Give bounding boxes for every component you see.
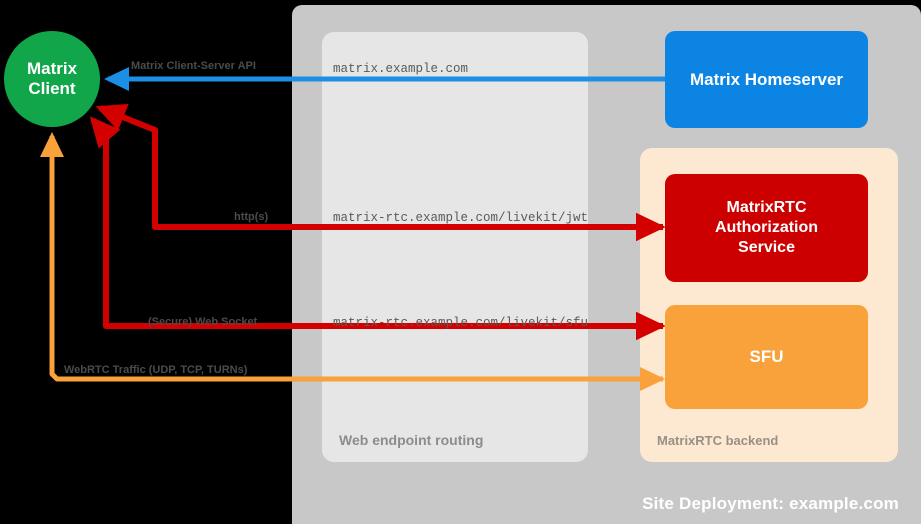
edge-webrtc-traffic — [40, 131, 666, 391]
edge-endpoint-matrix-example-com: matrix.example.com — [333, 62, 469, 76]
edge-label-webrtc-traffic: WebRTC Traffic (UDP, TCP, TURNs) — [64, 364, 248, 376]
auth-label-line2: Authorization — [714, 219, 819, 236]
edge-label-https: http(s) — [234, 211, 269, 223]
edge-https-jwt — [95, 103, 666, 242]
node-matrix-client-label-line1: Matrix — [26, 59, 78, 79]
edge-endpoint-livekit-sfu: matrix-rtc.example.com/livekit/sfu — [333, 316, 589, 330]
node-sfu-label: SFU — [749, 347, 784, 366]
node-matrixrtc-authorization-service[interactable]: MatrixRTC Authorization Service — [665, 174, 868, 282]
auth-label-line1: MatrixRTC — [726, 199, 807, 216]
web-endpoint-routing-label: Web endpoint routing — [339, 432, 484, 448]
edge-label-secure-web-socket: (Secure) Web Socket — [148, 316, 258, 328]
node-matrix-client-label-line2: Client — [28, 79, 76, 98]
node-matrix-homeserver[interactable]: Matrix Homeserver — [665, 31, 868, 128]
edge-secure-web-socket — [89, 116, 666, 341]
site-deployment-label: Site Deployment: example.com — [642, 494, 899, 513]
node-matrix-client-label: Matrix Client — [27, 59, 77, 98]
node-matrixrtc-authorization-service-label: MatrixRTC Authorization Service — [715, 198, 818, 258]
edge-endpoint-livekit-jwt: matrix-rtc.example.com/livekit/jwt — [333, 211, 589, 225]
node-matrix-homeserver-label: Matrix Homeserver — [689, 69, 844, 89]
web-endpoint-routing-group: Web endpoint routing — [322, 32, 588, 462]
matrixrtc-backend-label: MatrixRTC backend — [657, 433, 779, 448]
node-matrix-client[interactable]: Matrix Client — [4, 31, 100, 127]
node-sfu[interactable]: SFU — [665, 305, 868, 409]
edge-label-matrix-client-server-api: Matrix Client-Server API — [131, 60, 256, 72]
auth-label-line3: Service — [738, 239, 795, 256]
